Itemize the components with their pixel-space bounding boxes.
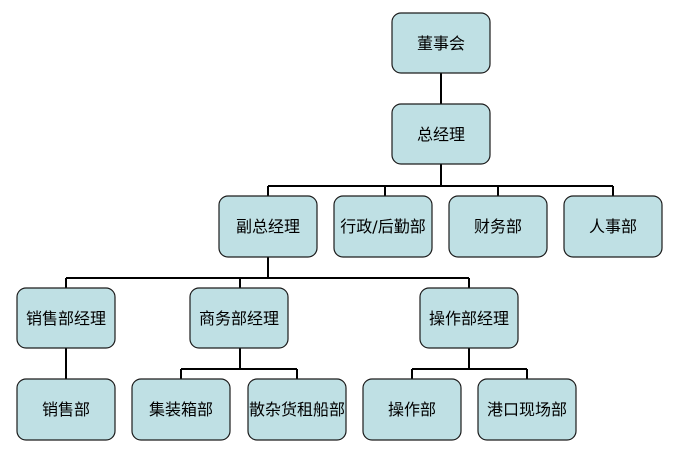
node-general-manager: 总经理 (391, 103, 491, 165)
node-port-site-dept: 港口现场部 (477, 378, 577, 441)
node-admin-logistics-label: 行政/后勤部 (340, 217, 425, 236)
node-operations-manager: 操作部经理 (419, 287, 519, 349)
node-hr: 人事部 (563, 195, 663, 258)
connector-operations-level4 (411, 348, 528, 379)
node-port-site-dept-label: 港口现场部 (487, 400, 567, 419)
node-hr-label: 人事部 (589, 217, 637, 236)
connector-gm-level2 (267, 164, 614, 196)
node-business-manager-label: 商务部经理 (199, 309, 279, 328)
node-deputy-general-manager-label: 副总经理 (236, 217, 300, 236)
node-board: 董事会 (391, 12, 491, 74)
connector-deputy-level3 (65, 257, 470, 288)
node-container-dept-label: 集装箱部 (149, 400, 213, 419)
node-admin-logistics: 行政/后勤部 (333, 195, 433, 258)
node-sales-manager: 销售部经理 (16, 287, 116, 349)
node-business-manager: 商务部经理 (189, 287, 289, 349)
node-sales-manager-label: 销售部经理 (26, 309, 106, 328)
node-finance: 财务部 (448, 195, 548, 258)
connector-business-level4 (180, 348, 298, 379)
node-operations-dept-label: 操作部 (388, 400, 436, 419)
node-container-dept: 集装箱部 (131, 378, 231, 441)
node-sales-dept-label: 销售部 (42, 400, 90, 419)
node-general-manager-label: 总经理 (417, 125, 465, 144)
node-deputy-general-manager: 副总经理 (218, 195, 318, 258)
node-finance-label: 财务部 (474, 217, 522, 236)
node-bulk-charter-dept-label: 散杂货租船部 (249, 400, 345, 419)
node-bulk-charter-dept: 散杂货租船部 (247, 378, 347, 441)
node-operations-manager-label: 操作部经理 (429, 309, 509, 328)
node-operations-dept: 操作部 (362, 378, 462, 441)
node-sales-dept: 销售部 (16, 378, 116, 441)
node-board-label: 董事会 (417, 34, 465, 53)
connectors (65, 73, 614, 379)
